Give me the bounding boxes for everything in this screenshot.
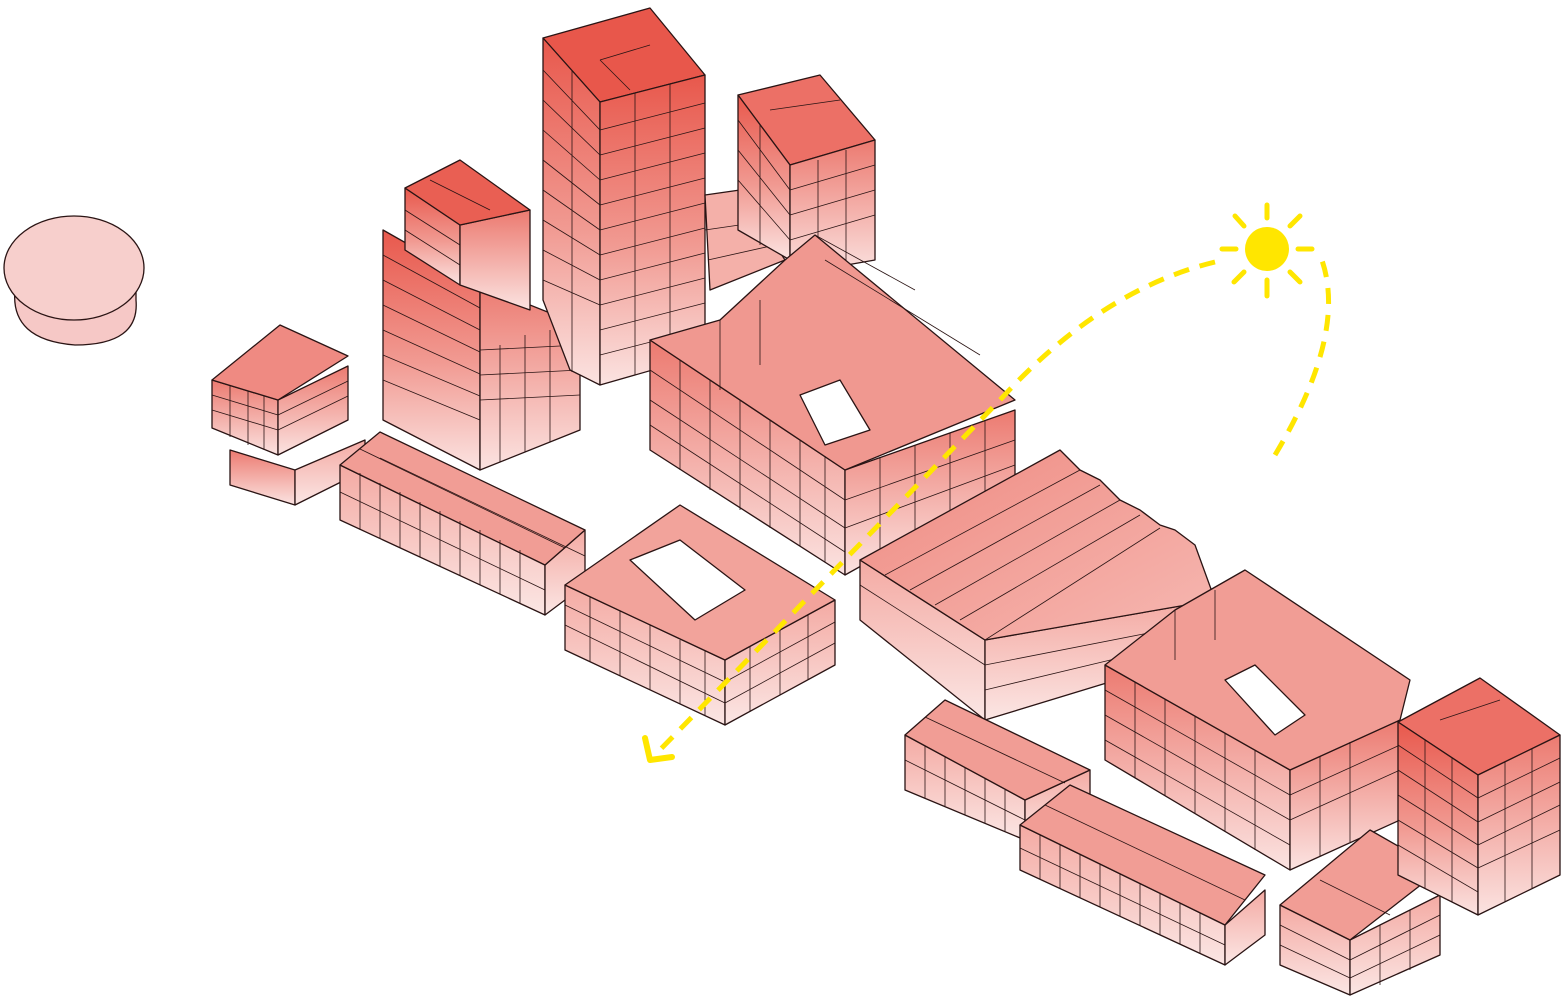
low-bar-block-west	[339, 431, 586, 616]
low-bar-block-south-2	[1019, 784, 1266, 966]
tallest-tower	[542, 7, 706, 386]
sun-path	[653, 254, 1332, 757]
small-stacked-block	[211, 324, 366, 506]
courtyard-block-center	[649, 234, 1016, 576]
sun-icon	[1219, 202, 1315, 299]
tower-south-east	[1397, 677, 1561, 916]
courtyard-block-square	[564, 504, 836, 726]
cylinder-building	[3, 215, 145, 346]
arrow-head-icon	[642, 735, 675, 763]
